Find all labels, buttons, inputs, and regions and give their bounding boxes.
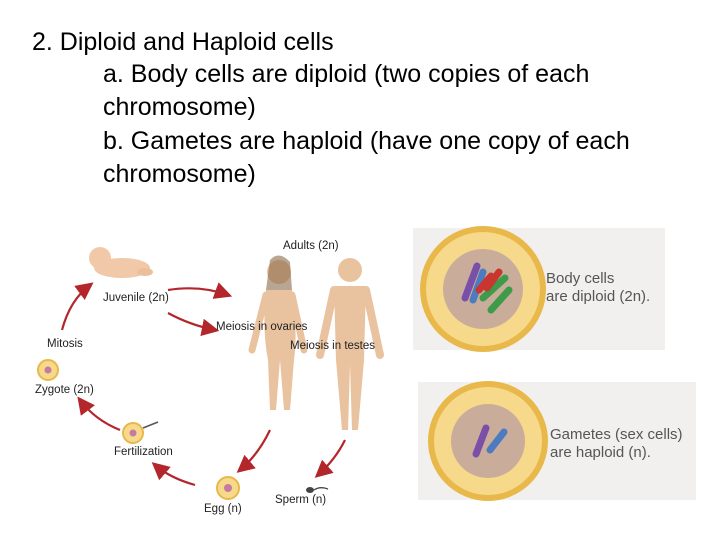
label-mitosis: Mitosis xyxy=(47,338,83,350)
arrow-testes-to-sperm xyxy=(314,439,346,478)
male-adult-figure xyxy=(316,258,384,430)
slide-heading: 2. Diploid and Haploid cells xyxy=(32,28,334,56)
female-adult-figure xyxy=(248,255,308,410)
label-fertilization: Fertilization xyxy=(114,446,173,458)
label-egg: Egg (n) xyxy=(204,503,242,515)
diploid-cell-illustration xyxy=(420,226,546,352)
haploid-cell-illustration xyxy=(428,381,548,501)
diploid-line1: Body cells xyxy=(546,270,615,287)
label-adults: Adults (2n) xyxy=(283,240,339,252)
zygote-cell xyxy=(37,359,59,381)
diploid-line2: are diploid (2n). xyxy=(546,288,651,305)
egg-cell xyxy=(216,476,240,500)
diploid-panel: Body cells are diploid (2n). xyxy=(413,226,665,352)
label-sperm: Sperm (n) xyxy=(275,494,327,506)
point-a: a. Body cells are diploid (two copies of… xyxy=(103,60,590,121)
arrow-ovaries-to-egg xyxy=(236,429,271,473)
label-zygote: Zygote (2n) xyxy=(35,384,94,396)
arrow-egg-to-fertilization xyxy=(151,462,196,487)
label-meiosis-testes: Meiosis in testes xyxy=(290,340,376,352)
arrow-adults-to-meiosis xyxy=(167,312,220,337)
fertilization-cell xyxy=(122,421,159,444)
label-meiosis-ovaries: Meiosis in ovaries xyxy=(216,321,308,333)
arrow-mitosis-to-juvenile xyxy=(60,282,94,331)
sperm-cell xyxy=(306,487,329,493)
haploid-line1: Gametes (sex cells) xyxy=(550,426,683,443)
arrow-juvenile-to-adults xyxy=(167,282,233,299)
label-juvenile: Juvenile (2n) xyxy=(103,292,169,304)
haploid-panel: Gametes (sex cells) are haploid (n). xyxy=(418,381,696,501)
haploid-line2: are haploid (n). xyxy=(550,444,651,461)
baby-figure xyxy=(89,247,153,278)
arrow-fertilization-to-zygote xyxy=(77,396,121,432)
point-b: b. Gametes are haploid (have one copy of… xyxy=(103,127,630,188)
